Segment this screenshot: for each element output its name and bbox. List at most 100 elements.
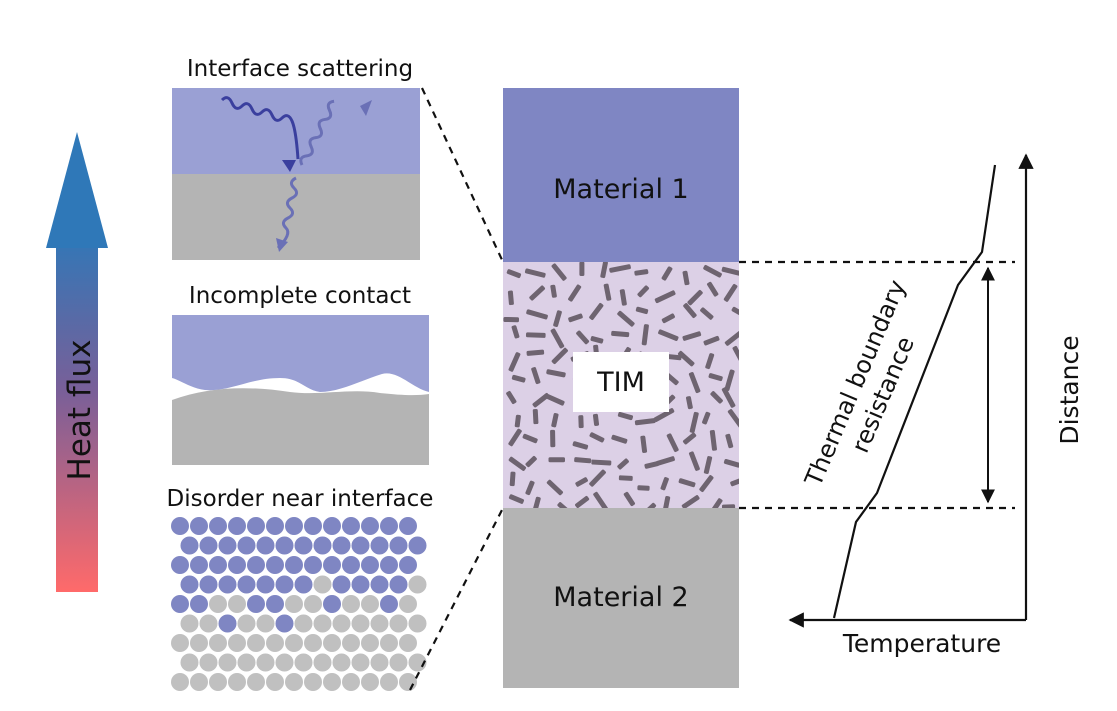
tim-fiber — [525, 455, 537, 468]
atom — [313, 614, 332, 633]
tim-fiber — [524, 268, 546, 278]
atom — [361, 595, 379, 613]
atom — [256, 653, 275, 672]
tim-fiber — [681, 495, 700, 508]
tim-fiber — [687, 289, 703, 306]
atom — [399, 673, 417, 691]
tim-fiber — [611, 434, 628, 444]
material-1-block — [503, 88, 739, 262]
tim-fiber — [507, 290, 514, 306]
tim-fiber — [660, 477, 669, 491]
tim-fiber — [592, 413, 600, 426]
atom — [199, 614, 218, 633]
atom — [389, 536, 408, 555]
reflected-phonon-head — [360, 100, 372, 116]
tim-fiber — [635, 306, 649, 315]
atom — [237, 536, 256, 555]
tim-fiber — [619, 289, 627, 306]
tim-fibers — [503, 262, 739, 508]
tim-fiber — [666, 433, 679, 453]
tim-fiber — [654, 290, 676, 304]
tim-fiber — [589, 469, 606, 487]
connector-bottom — [409, 507, 504, 691]
tim-fiber — [644, 461, 659, 469]
atom — [228, 595, 246, 613]
tim-fiber — [589, 432, 605, 443]
atom — [332, 536, 351, 555]
atom — [351, 614, 370, 633]
atom — [266, 634, 284, 652]
atom — [342, 634, 360, 652]
panel-disorder: Disorder near interface — [167, 486, 433, 691]
tim-fiber — [508, 494, 525, 504]
tim-fiber — [707, 281, 719, 297]
atom — [209, 595, 227, 613]
atom — [180, 653, 199, 672]
tim-fiber — [525, 332, 546, 338]
atom — [171, 634, 189, 652]
atom — [332, 575, 351, 594]
tim-fiber — [730, 475, 739, 487]
tim-fiber — [634, 418, 656, 426]
tim-fiber — [705, 353, 715, 370]
atom — [389, 614, 408, 633]
tim-fiber — [526, 349, 545, 356]
atom — [399, 634, 417, 652]
atom — [199, 653, 218, 672]
contact-bottom-material — [172, 388, 429, 465]
tim-fiber — [702, 411, 711, 425]
atom — [332, 653, 351, 672]
atom — [323, 673, 341, 691]
tim-fiber — [574, 457, 592, 464]
tim-fiber — [725, 433, 734, 449]
atom — [266, 556, 284, 574]
atom — [209, 634, 227, 652]
tim-fiber — [575, 495, 590, 508]
atom — [342, 517, 360, 535]
tim-fiber — [575, 477, 588, 487]
atom — [342, 673, 360, 691]
tim-fiber — [732, 346, 739, 362]
atom — [351, 575, 370, 594]
atom — [399, 517, 417, 535]
atom — [285, 673, 303, 691]
atom — [228, 634, 246, 652]
atom — [323, 556, 341, 574]
tim-fiber — [640, 435, 648, 453]
tim-fiber — [727, 409, 739, 429]
atom — [408, 575, 427, 594]
atom — [389, 653, 408, 672]
tim-fiber — [611, 330, 630, 338]
atom — [323, 517, 341, 535]
tim-fiber — [724, 330, 739, 346]
tim-fiber — [623, 491, 636, 507]
scattering-bottom-material — [172, 174, 420, 260]
atom — [237, 614, 256, 633]
tim-fiber — [506, 269, 522, 279]
tim-fiber — [579, 262, 585, 276]
tim-fiber — [637, 285, 650, 298]
atom — [285, 595, 303, 613]
incident-phonon-head — [282, 160, 296, 172]
atom — [209, 556, 227, 574]
connector-top — [421, 87, 504, 263]
atom — [370, 614, 389, 633]
atom — [380, 517, 398, 535]
atom — [218, 575, 237, 594]
material-2-block — [503, 508, 739, 688]
atom — [266, 673, 284, 691]
tim-fiber — [551, 347, 568, 365]
tim-fiber — [661, 266, 673, 281]
atom — [275, 575, 294, 594]
tim-fiber — [709, 429, 717, 451]
atom — [190, 517, 208, 535]
tim-fiber — [506, 390, 517, 405]
tim-fiber — [557, 502, 570, 508]
atom — [218, 536, 237, 555]
panel-incomplete-contact: Incomplete contact — [172, 283, 429, 465]
atom — [399, 556, 417, 574]
tim-fiber — [703, 335, 720, 346]
atom — [266, 595, 284, 613]
tim-fiber — [703, 456, 713, 475]
tim-fiber — [591, 459, 612, 466]
